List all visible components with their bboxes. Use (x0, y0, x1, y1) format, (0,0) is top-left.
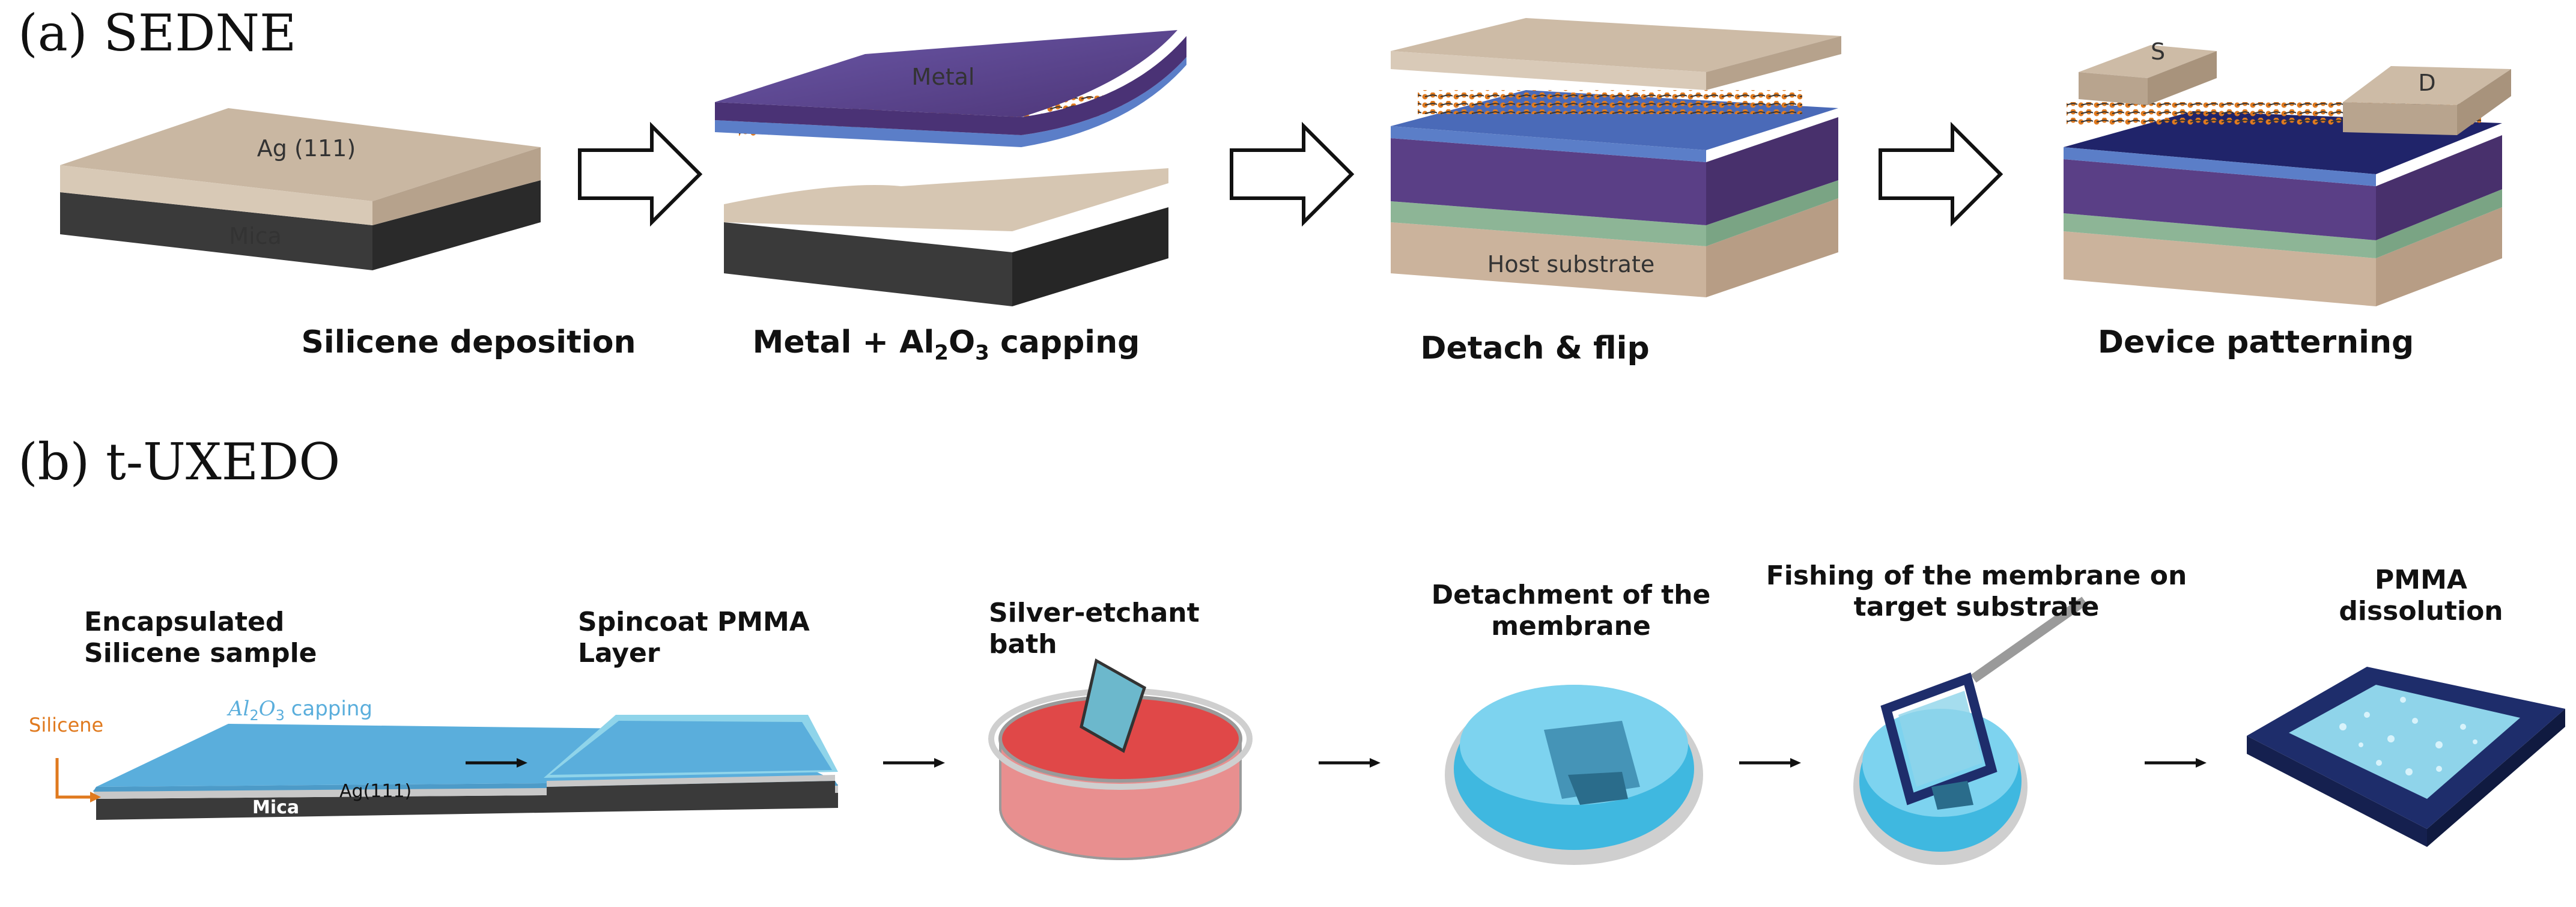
contact-s (2079, 45, 2217, 105)
metal3-side (1706, 117, 1838, 225)
step-b6-substrate (2247, 667, 2565, 847)
host-substrate-label: Host substrate (1487, 251, 1655, 278)
host4-front (2064, 231, 2376, 306)
metal3-front (1391, 138, 1706, 225)
mica2-side (1012, 207, 1168, 306)
panel-a-diagram (60, 18, 2511, 306)
ag-top (60, 108, 541, 201)
al2o3-4-front (2064, 147, 2376, 186)
caption-b4-line1: Detachment of the (1431, 580, 1711, 610)
mica2-front (724, 222, 1012, 306)
caption-b2-line1: Spincoat PMMA (578, 607, 810, 637)
ag111-label: Ag(111) (339, 781, 412, 802)
caption-b3-line1: Silver-etchant (989, 598, 1200, 628)
panel-b-title: (b) t-UXEDO (18, 432, 341, 491)
caption-b4: Detachment of the membrane (1432, 580, 1711, 642)
green-side (1706, 180, 1838, 246)
contact-s-label: S (2150, 38, 2166, 65)
step-b2-sample (544, 715, 838, 811)
arrow-b1 (466, 758, 527, 768)
caption-silicene-deposition: Silicene deposition (301, 324, 636, 360)
ag3-front (1391, 51, 1706, 90)
capping-label: Al2O3 capping (228, 697, 372, 724)
arrow-b2 (883, 758, 945, 768)
step-a3-stack (1391, 18, 1841, 297)
ag-label: Ag (111) (257, 135, 356, 162)
contact-d-label: D (2418, 70, 2436, 96)
ag-side (372, 147, 541, 225)
step-b3-bath (988, 658, 1253, 860)
caption-b1-line1: Encapsulated (84, 607, 285, 637)
metal4-side (2376, 135, 2502, 240)
arrow-a1 (578, 121, 703, 227)
step-a1-stack (60, 108, 541, 270)
sample-in-bath (1080, 658, 1147, 753)
host-side (1706, 198, 1838, 297)
arrow-b4 (1739, 758, 1801, 768)
capping-label-main: Al (228, 697, 250, 721)
caption-b5-line2: target substrate (1853, 592, 2100, 622)
caption-metal-main: Metal + Al (752, 324, 935, 360)
green-front (1391, 201, 1706, 246)
caption-b1-line2: Silicene sample (84, 638, 317, 669)
caption-b6-line2: dissolution (2339, 596, 2503, 626)
host4-side (2376, 207, 2502, 306)
caption-device-patterning: Device patterning (2097, 324, 2414, 360)
caption-b5: Fishing of the membrane on target substr… (1766, 560, 2187, 623)
metal-front (715, 36, 1186, 135)
caption-metal-sub1: 2 (934, 341, 949, 365)
caption-b5-line1: Fishing of the membrane on (1766, 560, 2187, 591)
ag-front (60, 165, 372, 225)
contact-d (2343, 66, 2511, 135)
metal-top (715, 30, 1177, 117)
caption-metal-sub2: 3 (975, 341, 989, 365)
capping-label-mid: O (258, 697, 276, 721)
arrow-a2 (1230, 121, 1355, 227)
panel-b-diagram (55, 596, 2565, 865)
caption-b1: Encapsulated Silicene sample (84, 607, 317, 669)
arrow-a3 (1879, 121, 2003, 227)
caption-metal-end: capping (989, 324, 1140, 360)
mica-label: Mica (229, 223, 282, 249)
caption-b2-line2: Layer (578, 638, 660, 669)
silicene-label: Silicene (29, 714, 104, 736)
green4-front (2064, 213, 2376, 258)
panel-a-title: (a) SEDNE (18, 4, 297, 62)
arrow-b3 (1319, 758, 1381, 768)
step-a4-stack (2064, 45, 2511, 306)
arrow-b5 (2145, 758, 2207, 768)
step-b5-bath (1853, 596, 2088, 865)
caption-b6-line1: PMMA (2375, 565, 2467, 595)
host-front (1391, 222, 1706, 297)
mica-side (372, 180, 541, 270)
green4-side (2376, 189, 2502, 258)
caption-metal-capping: Metal + Al2O3 capping (753, 324, 1140, 365)
mica-b-label: Mica (252, 797, 300, 818)
ag3-side (1706, 36, 1841, 90)
caption-b4-line2: membrane (1491, 611, 1651, 642)
mica-front (60, 192, 372, 270)
caption-b2: Spincoat PMMA Layer (578, 607, 810, 669)
metal-label: Metal (911, 64, 975, 90)
caption-metal-mid: O (948, 324, 976, 360)
ag2-curl (724, 168, 1168, 231)
silicene-layer-3 (1418, 90, 1802, 114)
capping-label-sub1: 2 (249, 706, 259, 724)
step-b4-bath (1445, 685, 1703, 865)
capping-label-sub2: 3 (275, 706, 285, 724)
al2o3-3-front (1391, 126, 1706, 162)
caption-b3-line2: bath (989, 629, 1057, 660)
caption-b3: Silver-etchant bath (989, 598, 1200, 660)
capping-label-end: capping (284, 697, 372, 721)
caption-detach-flip: Detach & flip (1420, 330, 1650, 366)
target-substrate (1880, 672, 1997, 805)
silicene-pointer (55, 758, 90, 799)
caption-b6: PMMA dissolution (2339, 565, 2503, 627)
step-a2-stack (715, 30, 1186, 306)
tweezer (1970, 596, 2088, 683)
